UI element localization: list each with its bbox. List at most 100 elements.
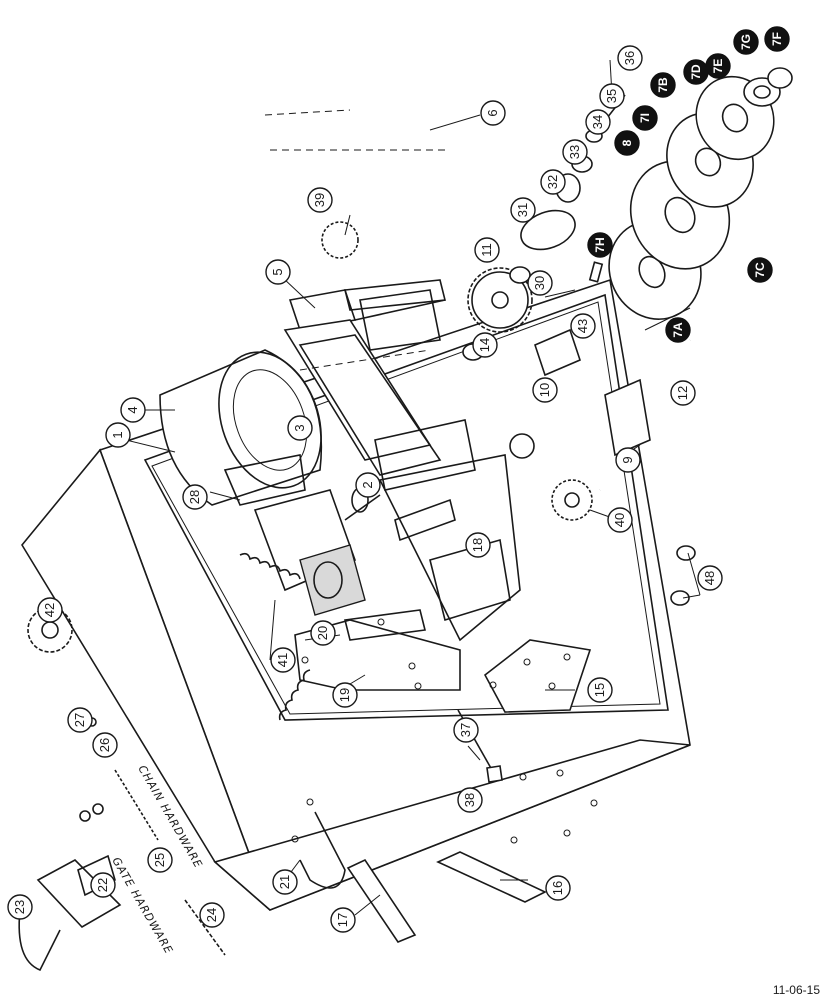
callout-circle (532, 377, 558, 403)
callout-circle (310, 620, 336, 646)
gate-hardware (18, 854, 226, 972)
callout-43: 43 (570, 313, 596, 339)
callout-circle (453, 717, 479, 743)
callout-38: 38 (457, 787, 483, 813)
callout-36: 36 (617, 45, 643, 71)
callout-circle (120, 397, 146, 423)
callout-circle (587, 677, 613, 703)
callout-circle (67, 707, 93, 733)
callout-label: 7E (711, 59, 725, 74)
callout-7a: 7A (665, 317, 691, 343)
callout-10: 10 (532, 377, 558, 403)
callout-label: 6 (485, 109, 500, 116)
callout-24: 24 (199, 902, 225, 928)
callout-circle (457, 787, 483, 813)
callout-label: 17 (335, 913, 350, 927)
callout-1: 1 (105, 422, 131, 448)
callout-circle (480, 100, 506, 126)
callout-circle (510, 197, 536, 223)
callout-label: 26 (97, 738, 112, 752)
callout-label: 24 (204, 908, 219, 922)
callout-label: 43 (575, 319, 590, 333)
callout-label: 3 (292, 424, 307, 431)
callout-label: 22 (95, 878, 110, 892)
callout-30: 30 (527, 270, 553, 296)
callout-label: 30 (532, 276, 547, 290)
callout-label: 21 (277, 875, 292, 889)
callout-circle (599, 83, 625, 109)
callout-circle (747, 257, 773, 283)
callout-7d: 7D (683, 59, 709, 85)
callout-label: 37 (458, 723, 473, 737)
callout-7f: 7F (764, 26, 790, 52)
callout-34: 34 (585, 109, 611, 135)
callout-circle (540, 169, 566, 195)
callout-label: 7H (593, 237, 607, 252)
callout-11: 11 (474, 237, 500, 263)
callout-35: 35 (599, 83, 625, 109)
clutch-stack (588, 67, 793, 320)
callout-circle (270, 647, 296, 673)
callout-32: 32 (540, 169, 566, 195)
callout-circle (92, 732, 118, 758)
callout-circle (614, 130, 640, 156)
callout-circle (570, 313, 596, 339)
callout-circle (287, 415, 313, 441)
callout-7g: 7G (733, 29, 759, 55)
callout-circle (764, 26, 790, 52)
callout-21: 21 (272, 869, 298, 895)
callout-label: 1 (110, 431, 125, 438)
callout-circle (650, 72, 676, 98)
callout-circle (472, 332, 498, 358)
callout-37: 37 (453, 717, 479, 743)
base-angle-17 (346, 858, 417, 943)
callout-label: 7D (689, 64, 703, 80)
sprockets (27, 221, 593, 653)
callout-label: 15 (592, 683, 607, 697)
callout-label: 27 (72, 713, 87, 727)
callout-17: 17 (330, 907, 356, 933)
callout-label: 25 (152, 853, 167, 867)
callout-circle (665, 317, 691, 343)
callout-7i: 7I (632, 105, 658, 131)
callout-circle (147, 847, 173, 873)
callout-23: 23 (7, 894, 33, 920)
callout-label: 7I (638, 113, 652, 123)
callout-25: 25 (147, 847, 173, 873)
callout-label: 12 (675, 386, 690, 400)
callout-26: 26 (92, 732, 118, 758)
callout-circle (182, 484, 208, 510)
callout-label: 8 (620, 139, 634, 146)
callout-circle (90, 872, 116, 898)
callout-12: 12 (670, 380, 696, 406)
drawing-number: 11-06-15 (772, 983, 820, 997)
callout-label: 18 (470, 538, 485, 552)
callout-5: 5 (265, 259, 291, 285)
callout-circle (199, 902, 225, 928)
callout-31: 31 (510, 197, 536, 223)
callout-circle (587, 232, 613, 258)
callout-circle (332, 682, 358, 708)
callout-circle (670, 380, 696, 406)
gear-reducer (253, 487, 381, 616)
callout-33: 33 (562, 139, 588, 165)
callout-label: 10 (537, 383, 552, 397)
callout-label: 9 (620, 456, 635, 463)
callout-circle (615, 447, 641, 473)
callout-label: 16 (550, 881, 565, 895)
callout-label: 48 (702, 571, 717, 585)
callout-label: 38 (462, 793, 477, 807)
callout-circle (7, 894, 33, 920)
callout-label: 32 (545, 175, 560, 189)
callout-circle (474, 237, 500, 263)
callout-circle (697, 565, 723, 591)
callout-label: 7A (671, 322, 685, 338)
limit-plates (294, 609, 461, 691)
callout-circle (265, 259, 291, 285)
callout-circle (545, 875, 571, 901)
callout-18: 18 (465, 532, 491, 558)
callout-label: 34 (590, 115, 605, 129)
callout-label: 19 (337, 688, 352, 702)
